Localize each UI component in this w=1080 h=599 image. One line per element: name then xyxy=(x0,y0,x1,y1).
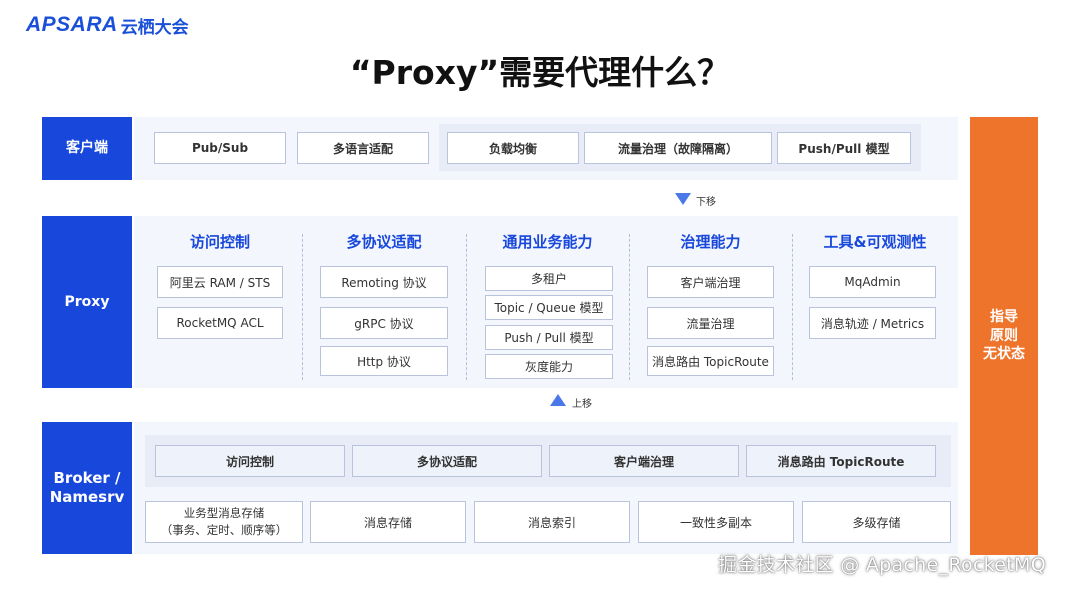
broker-item: 一致性多副本 xyxy=(638,501,794,543)
proxy-col-tools-item: 消息轨迹 / Metrics xyxy=(809,307,936,339)
proxy-col-tools-item: MqAdmin xyxy=(809,266,936,298)
broker-item: 消息索引 xyxy=(474,501,630,543)
principles-line: 指导 xyxy=(990,308,1018,325)
proxy-col-governance-item: 消息路由 TopicRoute xyxy=(647,346,774,376)
proxy-col-business-item: Push / Pull 模型 xyxy=(485,325,613,350)
proxy-col-protocol-item: Remoting 协议 xyxy=(320,266,448,298)
arrow-up-label: 上移 xyxy=(572,399,592,410)
broker-item-line: 业务型消息存储 xyxy=(183,505,265,520)
broker-item: 多级存储 xyxy=(802,501,951,543)
proxy-col-governance-item: 客户端治理 xyxy=(647,266,774,298)
broker-moved-item: 访问控制 xyxy=(155,445,345,477)
column-divider xyxy=(466,234,467,380)
client-label: 客户端 xyxy=(42,117,132,180)
broker-label-line2: Namesrv xyxy=(49,488,125,506)
broker-moved-item: 客户端治理 xyxy=(549,445,739,477)
arrow-up-icon xyxy=(550,394,566,406)
column-divider xyxy=(629,234,630,380)
client-item-pubsub: Pub/Sub xyxy=(154,132,286,164)
client-item-multilang: 多语言适配 xyxy=(297,132,429,164)
broker-item-line: （事务、定时、顺序等） xyxy=(160,523,288,537)
proxy-col-access-item: RocketMQ ACL xyxy=(157,307,283,339)
arrow-down-icon xyxy=(675,193,691,205)
client-item-loadbalance: 负载均衡 xyxy=(447,132,579,164)
broker-item: 消息存储 xyxy=(310,501,466,543)
proxy-label: Proxy xyxy=(42,216,132,388)
proxy-col-protocol-title: 多协议适配 xyxy=(346,233,422,251)
client-item-pushpull: Push/Pull 模型 xyxy=(777,132,911,164)
logo-name: 云栖大会 xyxy=(120,17,189,38)
broker-moved-item: 多协议适配 xyxy=(352,445,542,477)
proxy-col-protocol-item: gRPC 协议 xyxy=(320,307,448,339)
proxy-col-business-item: 灰度能力 xyxy=(485,354,613,379)
broker-label-line1: Broker / xyxy=(53,468,121,487)
column-divider xyxy=(302,234,303,380)
client-item-traffic: 流量治理（故障隔离） xyxy=(584,132,772,164)
proxy-col-governance-item: 流量治理 xyxy=(647,307,774,339)
logo: APSARA 云栖大会 xyxy=(26,12,189,38)
broker-label: Broker / Namesrv xyxy=(42,422,132,554)
proxy-col-governance-title: 治理能力 xyxy=(680,233,741,251)
broker-item: 业务型消息存储 （事务、定时、顺序等） xyxy=(145,501,303,543)
proxy-col-business-title: 通用业务能力 xyxy=(502,233,593,251)
proxy-col-access-title: 访问控制 xyxy=(189,233,250,251)
proxy-col-access-item: 阿里云 RAM / STS xyxy=(157,266,283,298)
logo-brand: APSARA xyxy=(26,13,118,36)
proxy-col-protocol-item: Http 协议 xyxy=(320,346,448,376)
principles-line: 无状态 xyxy=(983,346,1025,363)
broker-moved-item: 消息路由 TopicRoute xyxy=(746,445,936,477)
proxy-col-business-item: 多租户 xyxy=(485,266,613,291)
column-divider xyxy=(792,234,793,380)
proxy-col-business-item: Topic / Queue 模型 xyxy=(485,295,613,320)
principles-bar: 指导 原则 无状态 xyxy=(970,117,1038,555)
watermark: 掘金技术社区 @ Apache_RocketMQ xyxy=(718,554,1046,576)
arrow-down-label: 下移 xyxy=(696,197,716,208)
proxy-col-tools-title: 工具&可观测性 xyxy=(823,233,927,251)
page-title: “Proxy”需要代理什么？ xyxy=(349,53,731,92)
principles-line: 原则 xyxy=(990,327,1018,344)
